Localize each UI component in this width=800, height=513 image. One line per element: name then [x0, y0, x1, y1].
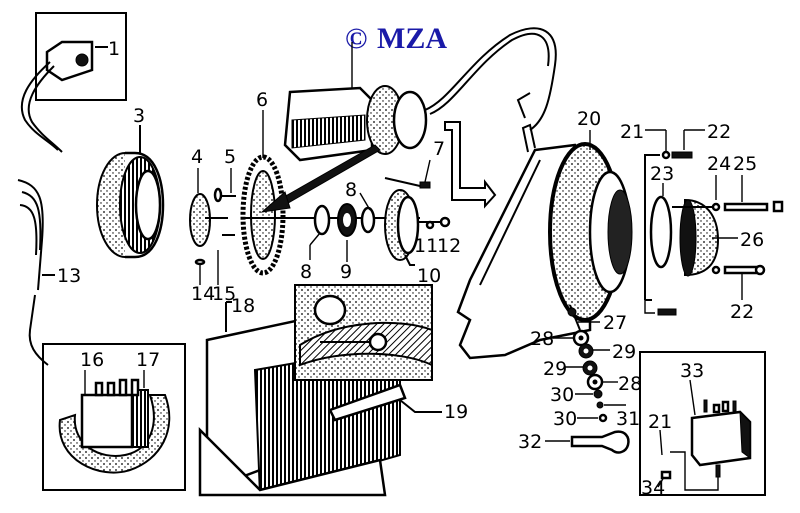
- part-6-sprocket: 6: [240, 89, 420, 276]
- callout-22-top: 22: [707, 121, 731, 143]
- callout-11: 11: [414, 235, 438, 257]
- inset-box: [639, 351, 766, 496]
- callout-13: 13: [57, 265, 81, 287]
- callout-26: 26: [740, 229, 764, 251]
- callout-25: 25: [733, 153, 757, 175]
- callout-10: 10: [417, 265, 441, 287]
- part-18-19-battery-box: 18 19: [198, 284, 468, 497]
- callout-28-bottom: 28: [618, 373, 642, 395]
- part-dynamo-motor: [260, 27, 557, 213]
- callout-23: 23: [650, 163, 674, 185]
- part-4-5-14-15-cam: 4 5 14 15: [189, 146, 236, 305]
- callout-30-top: 30: [550, 384, 574, 406]
- callout-21-bottom: 21: [648, 411, 672, 433]
- part-7-to-12-bearing-set: 7 8 8 9 10 11 12: [300, 138, 461, 287]
- part-1-switch-block: 1: [20, 12, 127, 153]
- inset-box: [35, 12, 127, 101]
- callout-33: 33: [680, 360, 704, 382]
- callout-22-bottom: 22: [730, 301, 754, 323]
- callout-9: 9: [340, 261, 352, 283]
- callout-19: 19: [444, 401, 468, 423]
- part-13-wiring: 13: [17, 179, 81, 366]
- callout-3: 3: [133, 105, 145, 127]
- part-16-17-stator-inset: 16 17: [42, 343, 186, 491]
- callout-24: 24: [707, 153, 731, 175]
- part-33-34-regulator-inset: 33 21 34: [639, 351, 766, 499]
- callout-5: 5: [224, 146, 236, 168]
- part-3-flywheel: 3: [96, 105, 165, 259]
- part-20-generator-housing: 20: [456, 92, 633, 360]
- callout-16: 16: [80, 349, 104, 371]
- callout-30-bottom: 30: [553, 408, 577, 430]
- part-21-to-26-end-cover: 21 22 23 24 25 26 22: [620, 121, 784, 323]
- callout-8-bottom: 8: [300, 261, 312, 283]
- callout-28-top: 28: [530, 328, 554, 350]
- callout-29-left: 29: [543, 358, 567, 380]
- callout-29-right: 29: [612, 341, 636, 363]
- callout-31: 31: [616, 408, 640, 430]
- direction-arrow: [444, 121, 497, 209]
- callout-8-top: 8: [345, 179, 357, 201]
- callout-34: 34: [641, 477, 665, 499]
- callout-7: 7: [433, 138, 445, 160]
- callout-18: 18: [231, 295, 255, 317]
- callout-15: 15: [212, 283, 236, 305]
- callout-12: 12: [437, 235, 461, 257]
- callout-27: 27: [603, 312, 627, 334]
- callout-14: 14: [191, 283, 215, 305]
- callout-20: 20: [577, 108, 601, 130]
- watermark: © MZA: [345, 22, 447, 55]
- callout-1: 1: [108, 38, 120, 60]
- inset-box: [42, 343, 186, 491]
- part-27-to-32-fasteners: 27 28 29 29 28 30 31 30 32: [518, 304, 642, 454]
- callout-4: 4: [191, 146, 203, 168]
- callout-21-top: 21: [620, 121, 644, 143]
- callout-17: 17: [136, 349, 160, 371]
- watermark-text: MZA: [377, 22, 447, 55]
- callout-32: 32: [518, 431, 542, 453]
- copyright-symbol: ©: [345, 22, 367, 55]
- callout-6: 6: [256, 89, 268, 111]
